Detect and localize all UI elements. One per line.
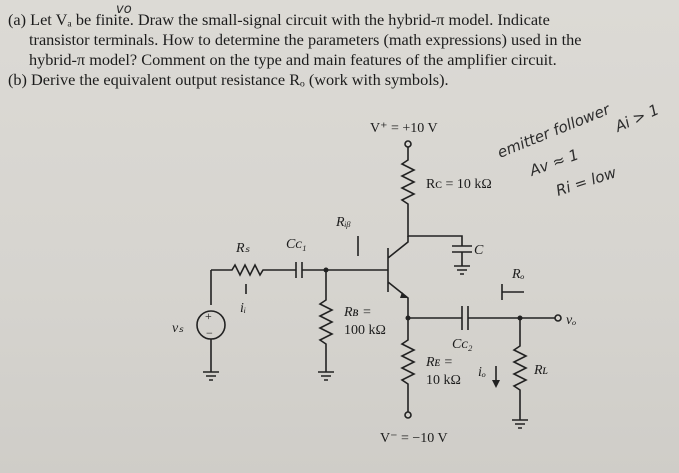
cc2-output-branch [408,306,555,330]
io-label: iₒ [478,365,486,380]
vs-minus: − [206,326,213,340]
re-label-2: 10 kΩ [426,373,461,388]
question-line-4: (b) Derive the equivalent output resista… [8,70,449,89]
vminus-label: V⁻ = −10 V [380,431,448,446]
rb-label-2: 100 kΩ [344,323,386,338]
vs-plus: + [205,309,212,323]
ro-label: Rₒ [511,267,525,282]
rl-label: Rʟ [533,363,548,378]
cc2-label: Cᴄ₂ [452,337,473,352]
c-label: C [474,243,484,258]
vo-label: vₒ [566,313,576,328]
handwritten-top: vo [116,2,132,17]
emitter-arrow [400,292,408,298]
ii-label: iᵢ [240,301,246,316]
rb-label-1: Rʙ = [343,305,372,320]
rs-cc1-branch [210,262,388,305]
ro-arrow [501,284,524,300]
cc1-label: Cᴄ₁ [286,237,307,252]
rs-label: Rₛ [235,241,251,256]
vo-terminal [554,314,562,322]
rc-resistor [400,147,416,228]
re-resistor [400,312,416,412]
question-line-1: (a) Let Vₐ be finite. Draw the small-sig… [8,10,550,29]
rb-resistor [318,270,334,381]
question-line-2: transistor terminals. How to determine t… [29,30,582,49]
rl-resistor [512,318,528,429]
vplus-label: V⁺ = +10 V [370,121,438,136]
question-line-3: hybrid-π model? Comment on the type and … [29,50,557,69]
vplus-terminal [404,140,412,148]
c-capacitor [407,228,472,275]
re-label-1: Rᴇ = [425,355,453,370]
rc-label: Rᴄ = 10 kΩ [426,177,492,192]
vs-label: vₛ [172,321,184,336]
rib-label: Rᵢᵦ [335,215,351,230]
handwritten-ai: Ai > 1 [611,100,661,136]
vminus-terminal [404,411,412,419]
handwritten-av: Av ≈ 1 [526,145,581,180]
bjt-transistor [387,236,409,312]
